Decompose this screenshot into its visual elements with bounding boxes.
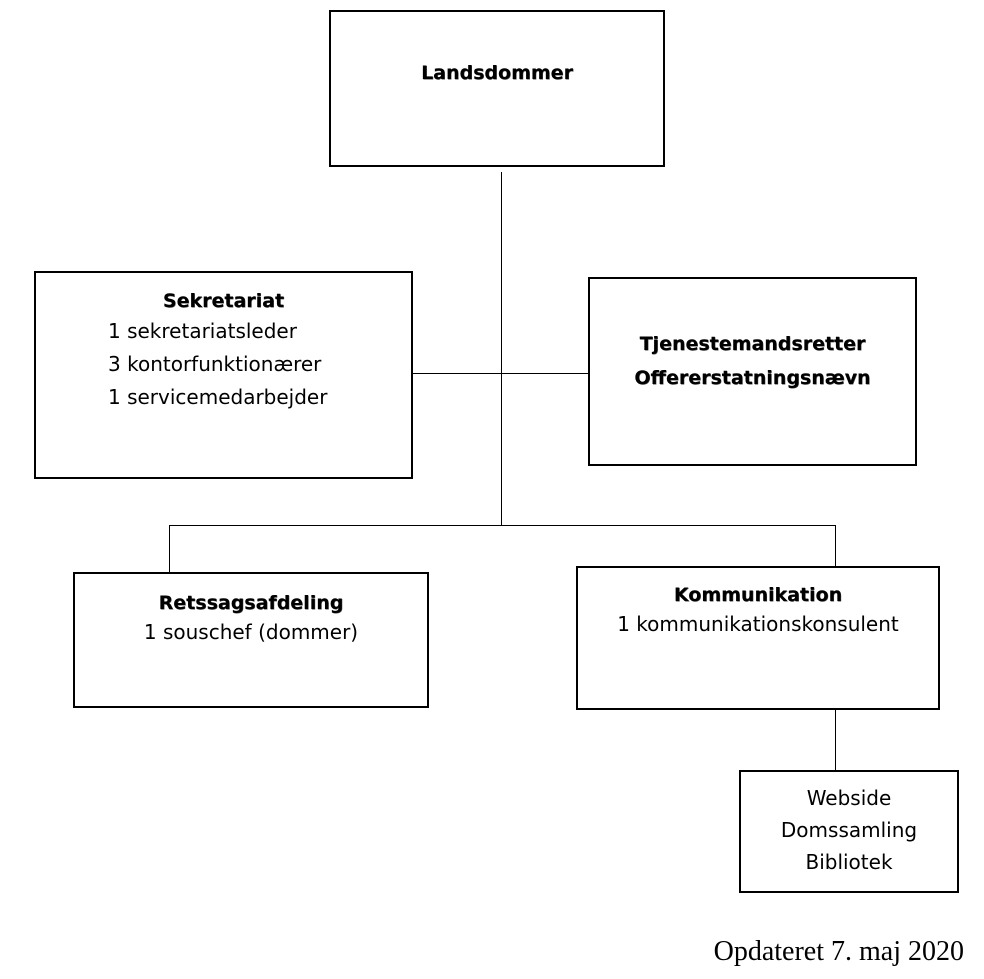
web-item: Domssamling: [780, 818, 918, 842]
tjeneste-line: Tjenestemandsretter: [639, 333, 866, 355]
updated-date-text: Opdateret 7. maj 2020: [713, 936, 964, 967]
retssagsafdeling-box: Retssagsafdeling 1 souschef (dommer): [73, 572, 429, 708]
tjeneste-line: Offererstatningsnævn: [634, 367, 871, 389]
sekretariat-item: 1 servicemedarbejder: [108, 385, 328, 409]
landsdommer-box: Landsdommer: [329, 10, 665, 167]
sekretariat-box: Sekretariat 1 sekretariatsleder 3 kontor…: [34, 271, 413, 479]
connector-retssag-drop: [169, 525, 170, 573]
connector-web-drop: [835, 709, 836, 771]
connector-left-branch: [412, 373, 502, 374]
tjenestemandsretter-box: Tjenestemandsretter Offererstatningsnævn: [588, 277, 917, 466]
kommunikation-title: Kommunikation: [673, 584, 843, 606]
web-item: Webside: [806, 786, 892, 810]
connector-horizontal-bus: [170, 525, 836, 526]
web-item: Bibliotek: [805, 850, 893, 874]
connector-kommunikation-drop: [835, 525, 836, 567]
webside-box: Webside Domssamling Bibliotek: [739, 770, 959, 893]
retssag-item: 1 souschef (dommer): [143, 620, 359, 644]
kommunikation-item: 1 kommunikationskonsulent: [617, 612, 899, 636]
connector-right-branch: [502, 373, 589, 374]
sekretariat-item: 3 kontorfunktionærer: [108, 352, 322, 376]
landsdommer-title: Landsdommer: [421, 62, 573, 84]
kommunikation-box: Kommunikation 1 kommunikationskonsulent: [576, 566, 940, 710]
sekretariat-title: Sekretariat: [162, 290, 285, 312]
connector-trunk: [501, 172, 502, 526]
sekretariat-item: 1 sekretariatsleder: [108, 319, 297, 343]
retssag-title: Retssagsafdeling: [158, 592, 344, 614]
